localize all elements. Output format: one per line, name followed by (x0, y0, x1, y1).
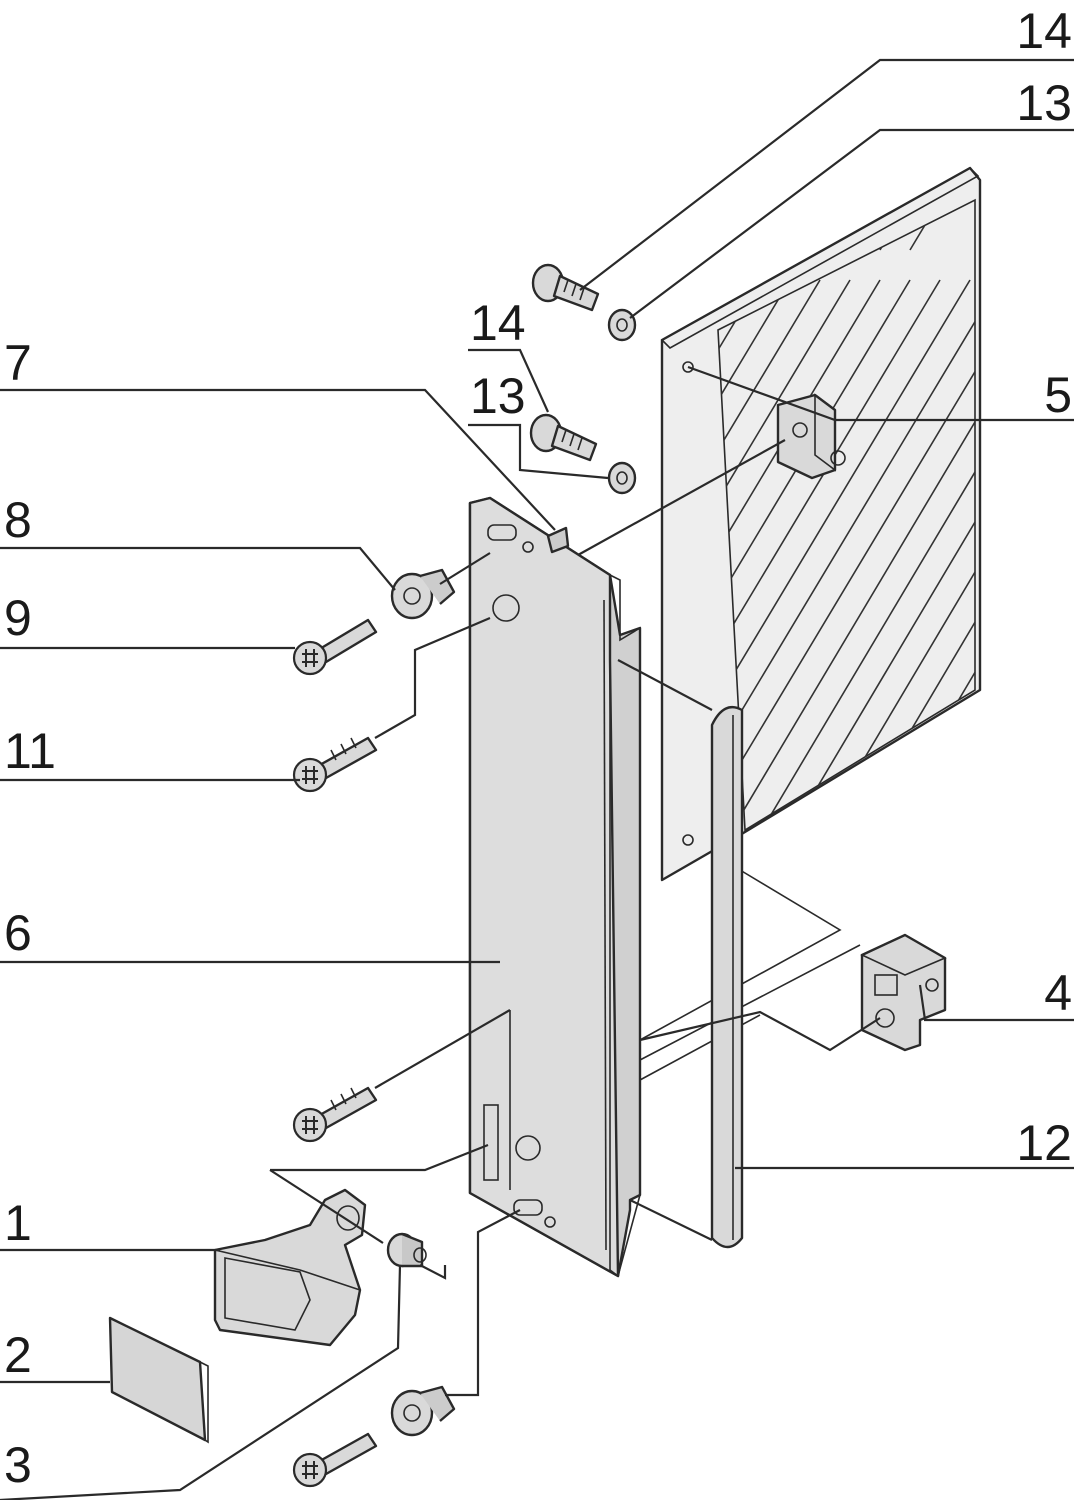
label-2: 2 (4, 1327, 32, 1383)
part-7-tab (546, 526, 570, 554)
label-14-top: 14 (1016, 3, 1072, 59)
leader-lines (0, 58, 1074, 1500)
label-13-top: 13 (1016, 75, 1072, 131)
label-6: 6 (4, 905, 32, 961)
part-14-screw-lower (529, 413, 598, 462)
screw-middle (292, 1086, 378, 1143)
label-8: 8 (4, 492, 32, 548)
label-1: 1 (4, 1195, 32, 1251)
back-panel (660, 166, 982, 882)
label-7: 7 (4, 335, 32, 391)
part-4-block (860, 933, 947, 1052)
label-3: 3 (4, 1437, 32, 1493)
label-9: 9 (4, 590, 32, 646)
label-4: 4 (1044, 965, 1072, 1021)
part-8-cage-nut (390, 568, 456, 620)
part-13-washer-upper (607, 308, 637, 342)
label-14-mid: 14 (470, 295, 526, 351)
part-11-screw (292, 736, 378, 793)
label-13-mid: 13 (470, 368, 526, 424)
label-11: 11 (4, 723, 56, 779)
cage-nut-bottom (390, 1385, 456, 1437)
part-3-bushing (386, 1232, 427, 1268)
part-6-front-plate (468, 496, 642, 1278)
part-labels: 14 13 14 13 7 5 8 9 11 6 4 12 1 2 3 (4, 3, 1072, 1493)
part-2-label-plate (108, 1316, 209, 1444)
label-5: 5 (1044, 367, 1072, 423)
part-1-handle (213, 1188, 367, 1347)
screw-bottom (292, 1432, 378, 1488)
part-14-screw-upper (531, 263, 600, 312)
part-12-rod (710, 705, 744, 1249)
part-13-washer-lower (607, 461, 637, 495)
label-12: 12 (1016, 1115, 1072, 1171)
part-9-screw (292, 618, 378, 676)
